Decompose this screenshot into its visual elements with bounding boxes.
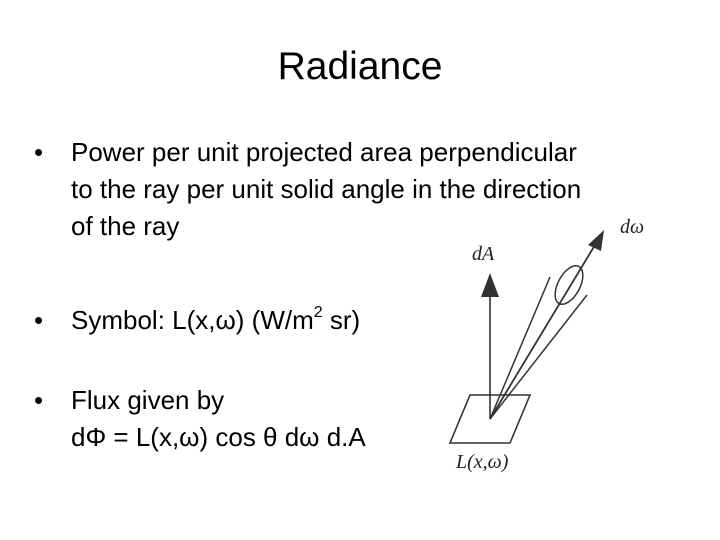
bullet-dot: •: [34, 385, 44, 415]
label-domega: dω: [620, 216, 644, 238]
bullet-text-line: Symbol: L(x,ω) (W/m2 sr): [71, 304, 360, 336]
cone-edge-right: [489, 294, 588, 420]
bullet-text-line: Power per unit projected area perpendicu…: [71, 137, 577, 167]
bullet-text-line: Flux given by: [71, 385, 225, 415]
bullet-text-line: dΦ = L(x,ω) cos θ dω d.A: [71, 422, 366, 452]
bullet-text-line: of the ray: [71, 211, 180, 241]
bullet-dot: •: [34, 137, 44, 167]
label-radiance: L(x,ω): [455, 451, 509, 473]
radiance-figure: dA dω L(x,ω): [448, 216, 644, 473]
ray-arrowhead: [588, 230, 604, 251]
symbol-exponent: 2: [313, 304, 323, 322]
cone-edge-left: [489, 276, 551, 420]
label-dA: dA: [472, 243, 495, 265]
surface-patch: [448, 394, 532, 444]
bullet-text-line: to the ray per unit solid angle in the d…: [71, 174, 582, 204]
symbol-prefix: Symbol: L(x,ω) (W/m: [71, 305, 314, 335]
normal-arrowhead: [481, 273, 499, 297]
slide-title: Radiance: [277, 45, 443, 88]
ray-line: [489, 239, 599, 420]
bullet-dot: •: [34, 305, 44, 335]
symbol-suffix: sr): [322, 305, 361, 335]
